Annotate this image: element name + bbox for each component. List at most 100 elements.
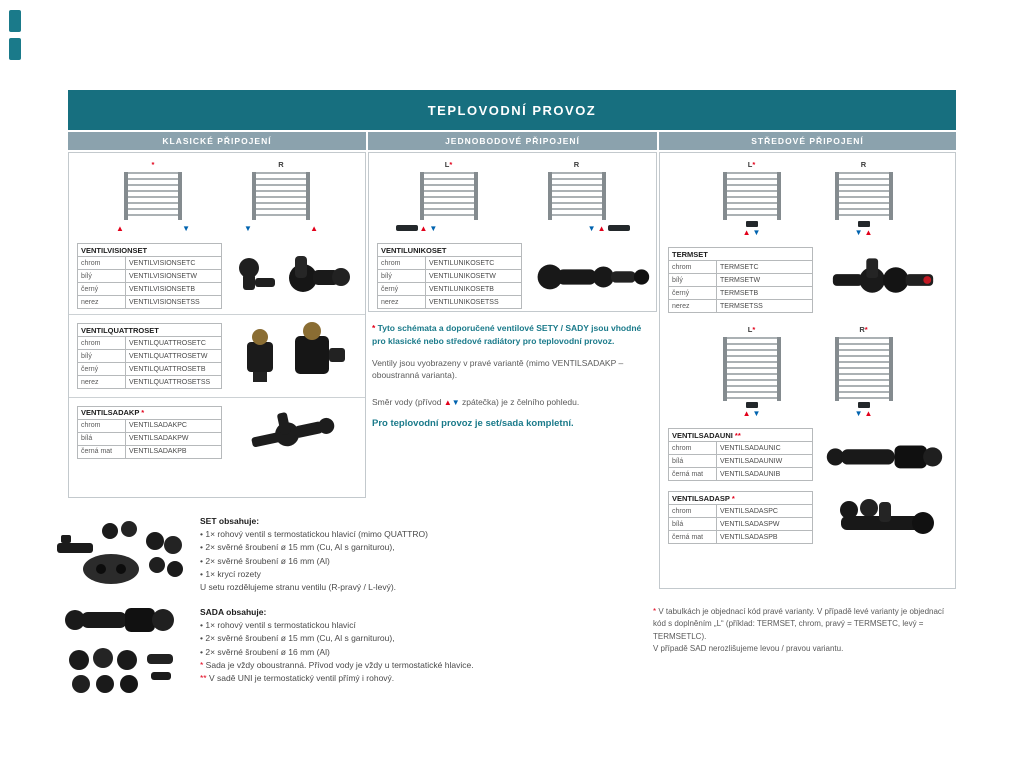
return-triangle-icon <box>588 224 596 233</box>
table-title-row: VENTILSADAKP * <box>77 405 222 420</box>
diagram-row-central-top: L* R <box>660 153 955 242</box>
valve-assembly <box>857 402 870 408</box>
table-title-row: VENTILVISIONSET <box>77 243 222 257</box>
set-item: 1× krycí rozety <box>200 568 572 581</box>
product-photo-ventilsadauni <box>820 431 947 479</box>
diagram-variant-label: * <box>151 160 155 169</box>
set-item: 1× rohový ventil s termostatickou hlavic… <box>200 528 572 541</box>
connection-hint <box>395 221 470 235</box>
note-schemes: * Tyto schémata a doporučené ventilové S… <box>372 323 642 346</box>
sada-note-2: ** V sadě UNI je termostatický ventil př… <box>200 672 395 683</box>
return-triangle-icon <box>452 398 460 407</box>
column-header-central: STŘEDOVÉ PŘIPOJENÍ <box>659 132 956 150</box>
radiator-diagram-central-left: L* <box>722 160 781 239</box>
diagram-variant-label: R <box>278 160 284 169</box>
supply-triangle-icon <box>598 224 606 233</box>
column-header-single-point: JEDNOBODOVÉ PŘIPOJENÍ <box>368 132 657 150</box>
section-single-point: L* R <box>368 152 657 312</box>
valve-assembly <box>395 225 418 231</box>
diagram-variant-label: R <box>573 160 580 169</box>
supply-triangle-icon <box>420 224 428 233</box>
note-variant: Ventily jsou vyobrazeny v pravé variantě… <box>372 357 624 381</box>
product-photo-ventilsadasp <box>820 492 947 544</box>
sada-parts-photo <box>48 596 203 704</box>
return-triangle-icon <box>753 228 761 237</box>
diagram-row-central-mid: L* R* <box>660 318 955 423</box>
radiator-diagram-sada-left: L* <box>722 325 781 420</box>
supply-triangle-icon <box>116 224 124 233</box>
note-complete: Pro teplovodní provoz je set/sada komple… <box>372 417 574 429</box>
product-photo-ventilunikoset <box>529 253 653 299</box>
radiator-drawing <box>124 172 182 220</box>
diagram-variant-label: L* <box>444 160 453 169</box>
product-photo-termset <box>820 254 947 306</box>
diagram-row-classic: * R <box>69 153 365 238</box>
connection-hint <box>855 402 873 420</box>
radiator-drawing <box>547 172 606 220</box>
diagram-variant-label: L* <box>747 160 756 169</box>
set-footer: U setu rozdělujeme stranu ventilu (R-pra… <box>200 581 397 592</box>
set-contents: SET obsahuje: 1× rohový ventil s termost… <box>200 515 572 594</box>
order-code-footnote: * V tabulkách je objednací kód pravé var… <box>653 607 945 654</box>
brand-logo-mark <box>9 10 21 32</box>
connection-hint <box>743 221 761 239</box>
sada-note-1: * Sada je vždy oboustranná. Přívod vody … <box>200 659 474 670</box>
set-heading: SET obsahuje: <box>200 516 260 526</box>
supply-triangle-icon <box>865 228 873 237</box>
connection-hint <box>556 221 630 235</box>
radiator-drawing <box>834 337 893 401</box>
table-title-row: VENTILQUATTROSET <box>77 323 222 337</box>
connection-hint <box>244 221 318 235</box>
radiator-diagram-single-right: R <box>540 160 630 235</box>
diagram-variant-label: L* <box>747 325 756 334</box>
valve-assembly <box>857 221 870 227</box>
radiator-drawing <box>722 337 781 401</box>
supply-triangle-icon <box>743 228 751 237</box>
product-photo-ventilsadakp <box>229 403 357 461</box>
diagram-variant-label: R <box>860 160 867 169</box>
table-title-row: TERMSET <box>668 247 813 261</box>
product-photo-ventilvisionset <box>229 250 357 302</box>
product-photo-ventilquattroset <box>229 320 357 392</box>
set-item: 2× svěrné šroubení ø 15 mm (Cu, Al s gar… <box>200 541 572 554</box>
sada-item: 1× rohový ventil s termostatickou hlavic… <box>200 619 582 632</box>
return-triangle-icon <box>753 409 761 418</box>
connection-hint <box>855 221 873 239</box>
connection-hint <box>743 402 761 420</box>
radiator-drawing <box>722 172 781 220</box>
radiator-drawing <box>834 172 893 220</box>
return-triangle-icon <box>855 409 863 418</box>
valve-assembly <box>745 221 758 227</box>
supply-triangle-icon <box>444 398 452 407</box>
connection-hint <box>116 221 190 235</box>
supply-triangle-icon <box>865 409 873 418</box>
radiator-drawing <box>252 172 310 220</box>
